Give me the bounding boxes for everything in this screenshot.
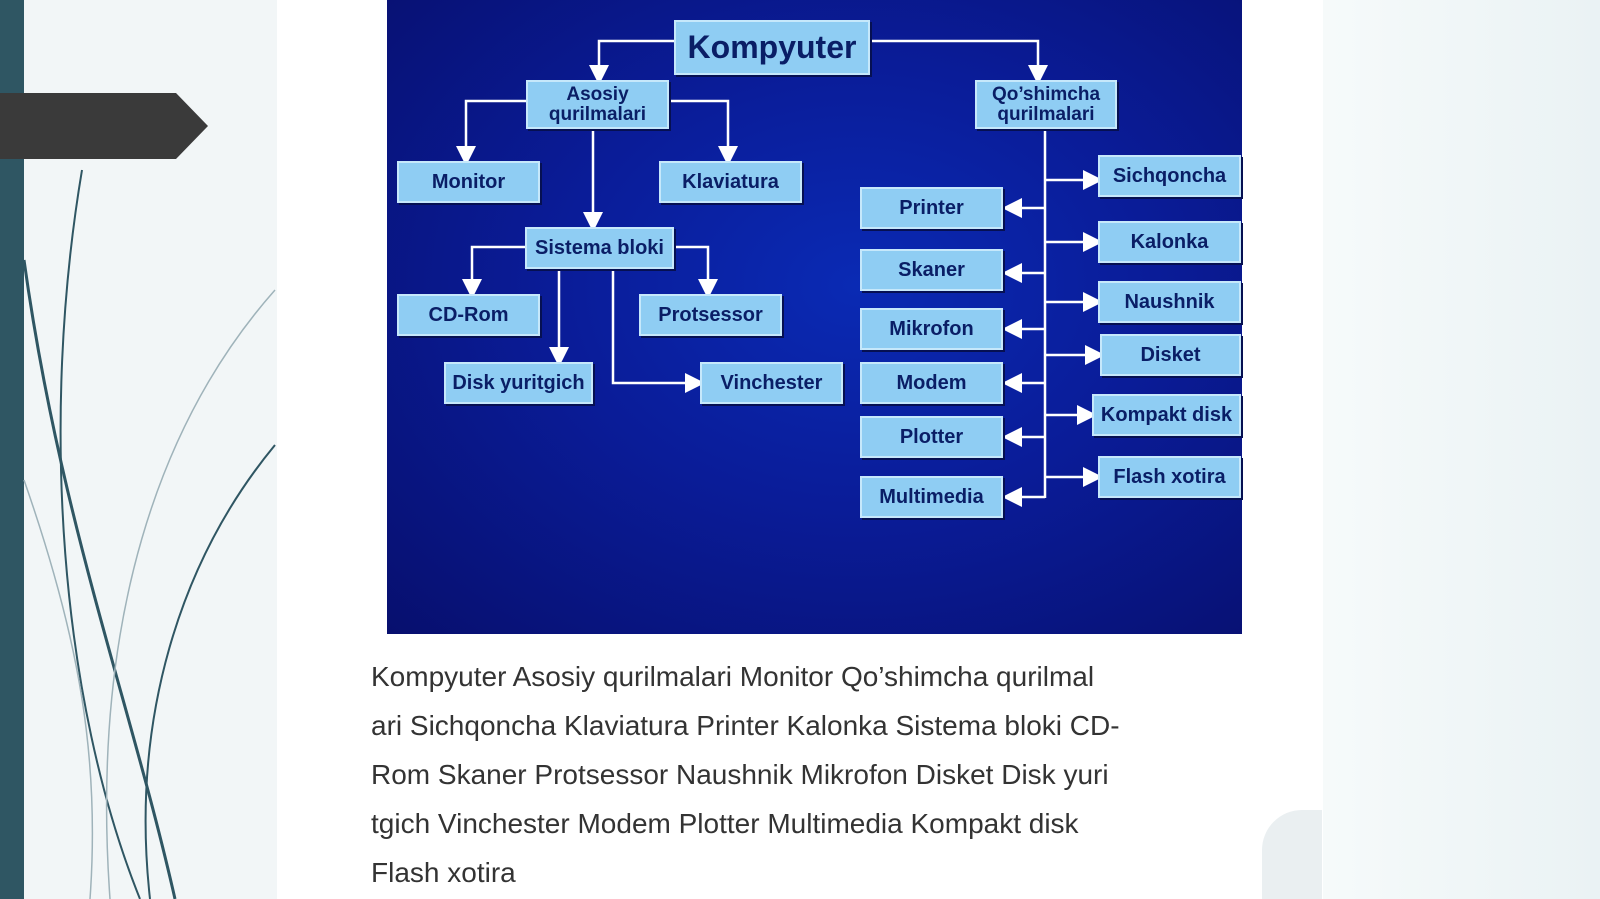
node-naushnik: Naushnik <box>1098 281 1241 323</box>
node-protsessor: Protsessor <box>639 294 782 336</box>
node-monitor: Monitor <box>397 161 540 203</box>
node-kalonka: Kalonka <box>1098 221 1241 263</box>
node-disk-yuritgich: Disk yuritgich <box>444 362 593 404</box>
node-klaviatura: Klaviatura <box>659 161 802 203</box>
node-cd-rom: CD-Rom <box>397 294 540 336</box>
node-kompakt-disk: Kompakt disk <box>1092 394 1241 436</box>
node-skaner: Skaner <box>860 249 1003 291</box>
node-mikrofon: Mikrofon <box>860 308 1003 350</box>
node-asosiy-qurilmalari: Asosiy qurilmalari <box>526 80 669 129</box>
decorative-curves <box>22 169 276 899</box>
node-qoshimcha-qurilmalari: Qo’shimcha qurilmalari <box>975 80 1117 129</box>
card-corner-decoration <box>1262 810 1322 899</box>
slide-tab-arrow <box>0 93 208 159</box>
node-plotter: Plotter <box>860 416 1003 458</box>
node-kompyuter: Kompyuter <box>674 20 870 75</box>
node-flash-xotira: Flash xotira <box>1098 456 1241 498</box>
slide-background-right <box>1300 0 1600 899</box>
node-multimedia: Multimedia <box>860 476 1003 518</box>
node-vinchester: Vinchester <box>700 362 843 404</box>
diagram-caption-text: Kompyuter Asosiy qurilmalari Monitor Qo’… <box>371 661 1120 888</box>
node-disket: Disket <box>1100 334 1241 376</box>
node-modem: Modem <box>860 362 1003 404</box>
node-sichqoncha: Sichqoncha <box>1098 155 1241 197</box>
computer-devices-diagram: Kompyuter Asosiy qurilmalari Qo’shimcha … <box>387 0 1242 634</box>
node-sistema-bloki: Sistema bloki <box>525 227 674 269</box>
node-printer: Printer <box>860 187 1003 229</box>
diagram-connectors <box>456 39 1105 507</box>
